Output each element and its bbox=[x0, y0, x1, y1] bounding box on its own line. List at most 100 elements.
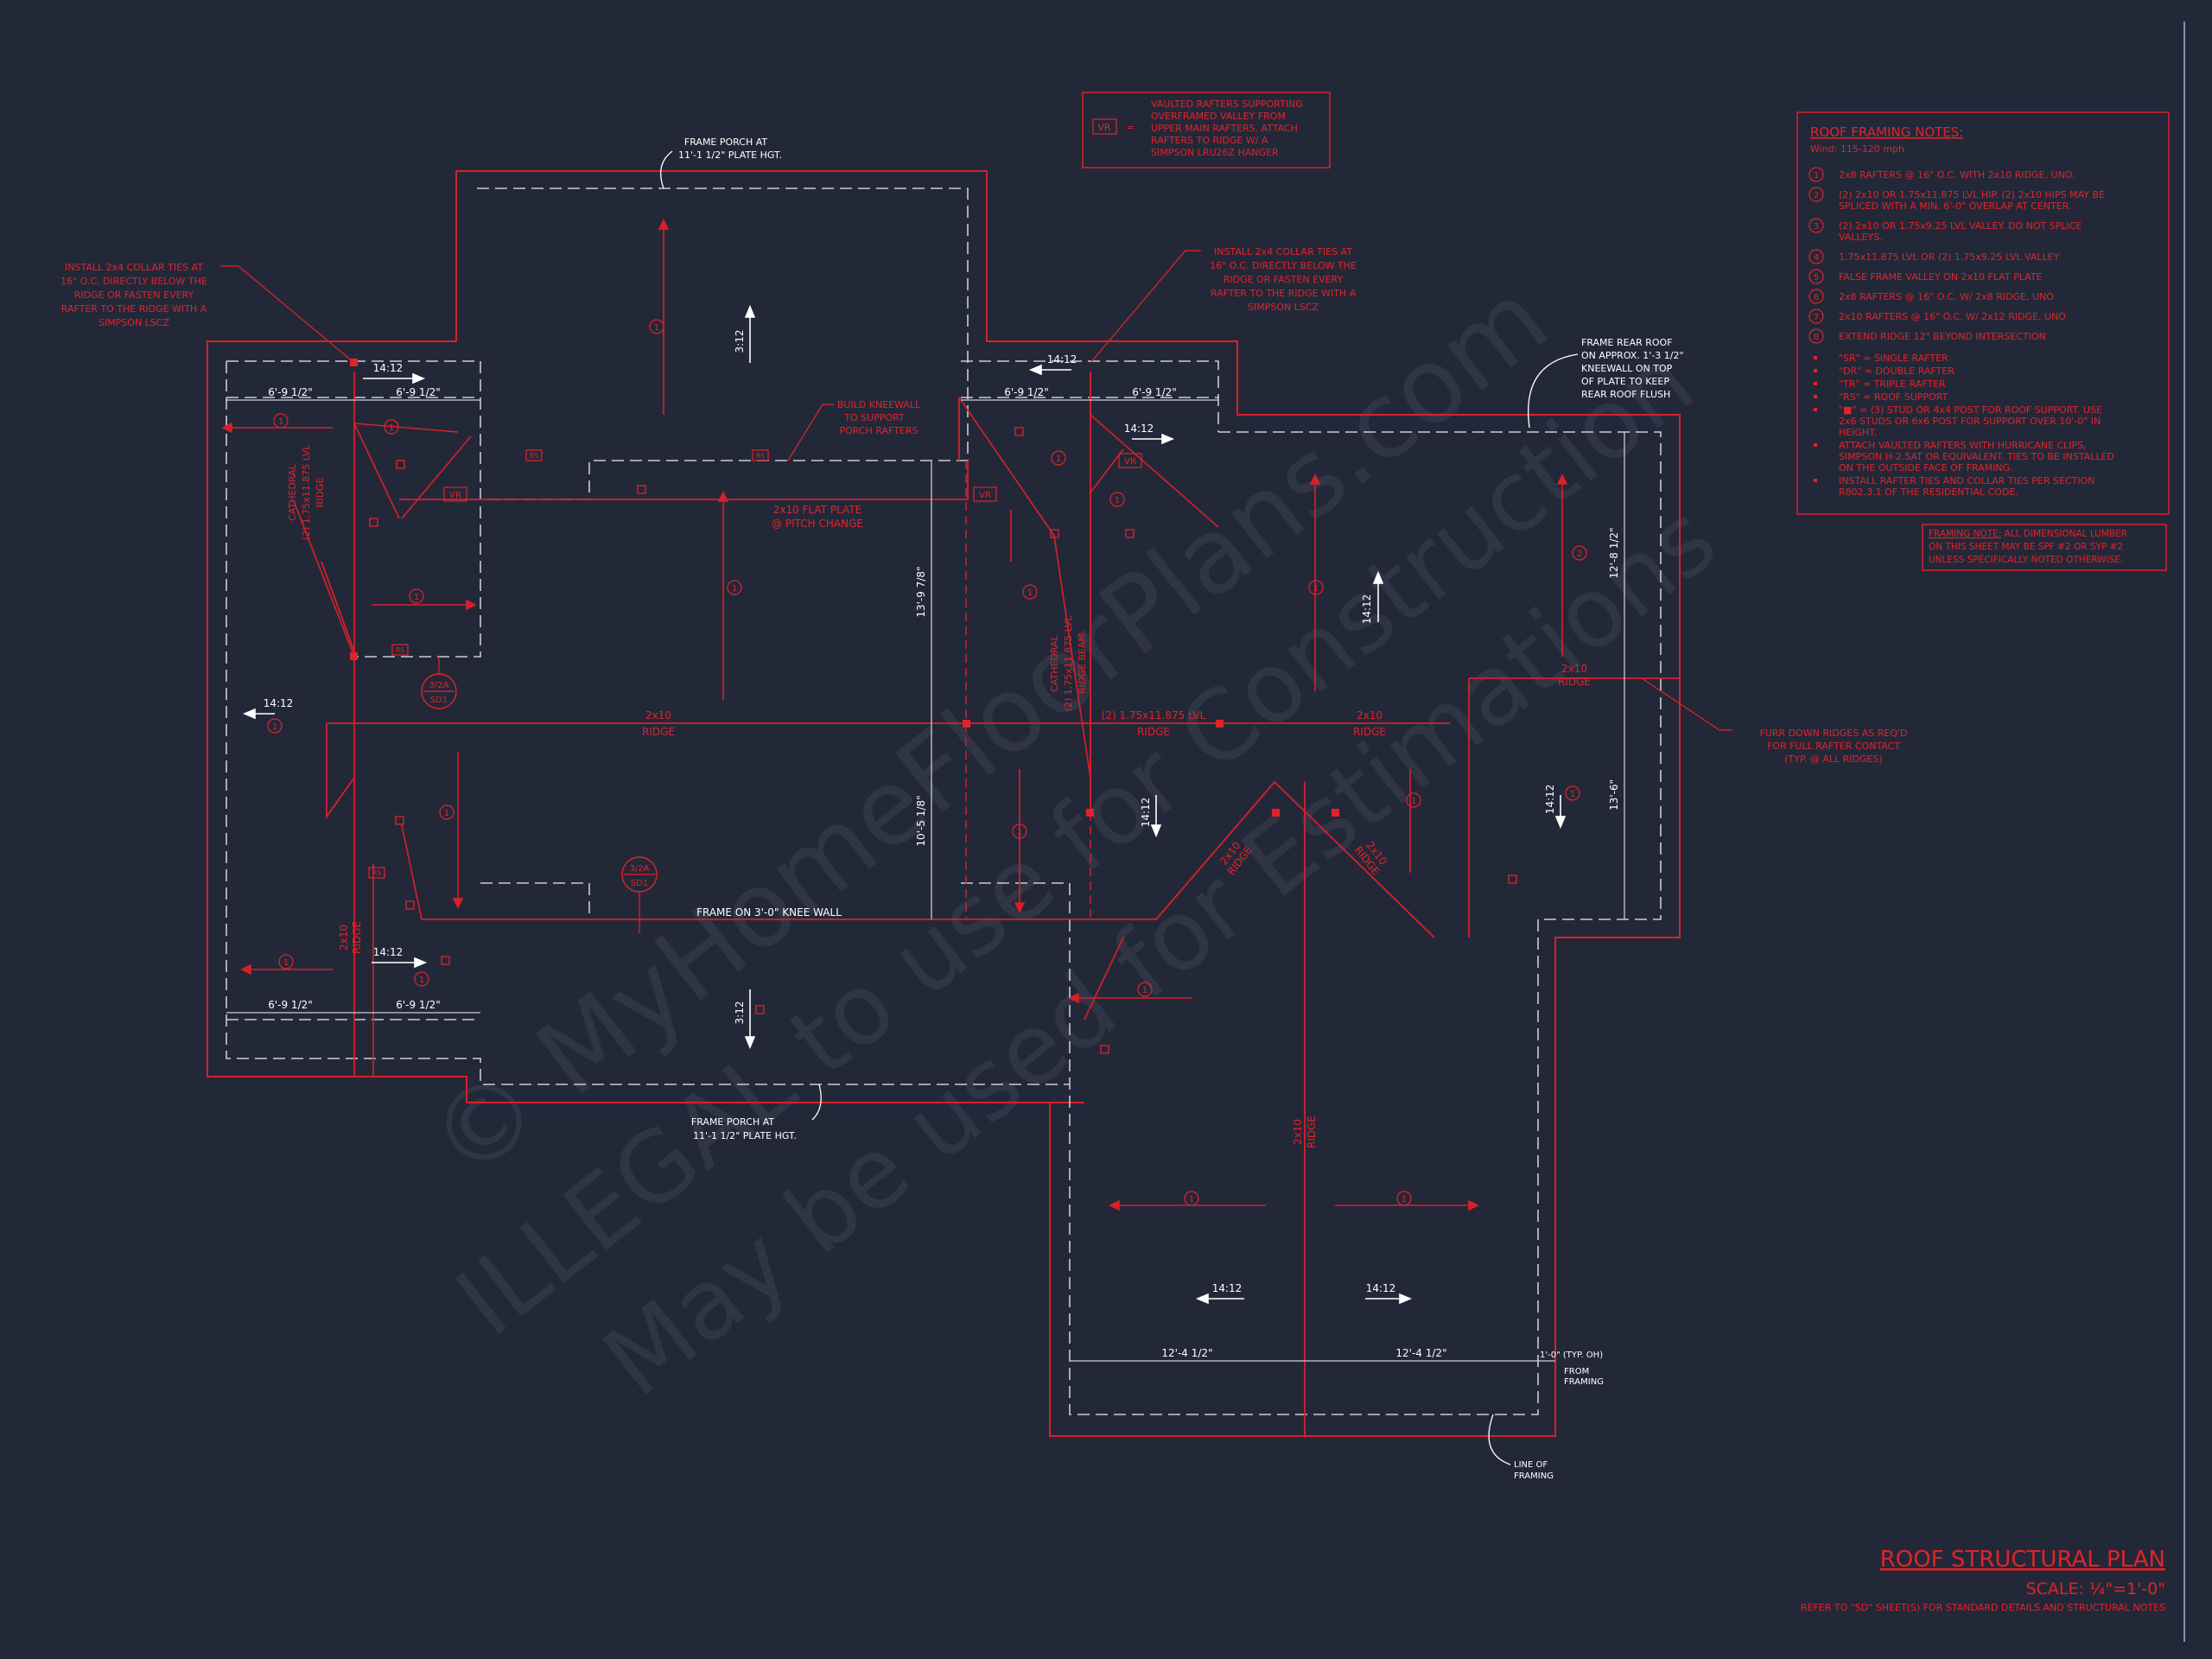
note-marker-label: 1 bbox=[1313, 584, 1319, 594]
note-number: 5 bbox=[1814, 273, 1819, 283]
sheet-scale: SCALE: ¼"=1'-0" bbox=[2026, 1580, 2165, 1599]
dim-text: 6'-9 1/2" bbox=[268, 386, 313, 398]
note-text: 2x10 RAFTERS @ 16" O.C. W/ 2x12 RIDGE, U… bbox=[1839, 311, 2066, 322]
dimension-lines bbox=[226, 399, 1625, 1362]
pitch-text: 14:12 bbox=[1544, 785, 1556, 815]
furr-line-2: FOR FULL RAFTER CONTACT bbox=[1767, 741, 1900, 752]
ridge-label: RIDGE bbox=[1137, 726, 1170, 738]
note-marker-label: 1 bbox=[1017, 828, 1022, 837]
furr-line-3: (TYP. @ ALL RIDGES) bbox=[1784, 753, 1883, 765]
cathedral-left-line-2: (2) 1.75x11.875 LVL bbox=[301, 444, 312, 541]
note-bullet bbox=[1814, 382, 1817, 385]
vr-legend-tag: VR bbox=[1097, 122, 1111, 133]
note-bullet-text: ATTACH VAULTED RAFTERS WITH HURRICANE CL… bbox=[1839, 440, 2087, 451]
note-marker-label: 1 bbox=[272, 722, 277, 732]
pitch-text: 14:12 bbox=[373, 946, 404, 958]
cathedral-mid-line-3: RIDGE BEAM bbox=[1077, 633, 1088, 694]
note-marker-label: 1 bbox=[654, 323, 659, 333]
callout-rear-roof: FRAME REAR ROOF ON APPROX. 1'-3 1/2" KNE… bbox=[1528, 337, 1684, 429]
cathedral-left-line-3: RIDGE bbox=[315, 478, 326, 508]
dim-text: 6'-9 1/2" bbox=[396, 386, 441, 398]
note-marker-label: 1 bbox=[1402, 1195, 1407, 1205]
note-text: (2) 2x10 OR 1.75x11.875 LVL HIP. (2) 2x1… bbox=[1839, 189, 2105, 200]
rs-tag: RS bbox=[530, 452, 539, 460]
rs-tag: RS bbox=[396, 646, 405, 654]
note-marker-label: 1 bbox=[732, 584, 737, 594]
roof-outline bbox=[207, 170, 1681, 1437]
knee-wall-note: FRAME ON 3'-0" KNEE WALL bbox=[696, 906, 842, 918]
vr-tag: VR bbox=[979, 491, 991, 500]
note-marker-label: 1 bbox=[1027, 588, 1033, 598]
rear-roof-line-4: OF PLATE TO KEEP bbox=[1581, 376, 1669, 387]
pitch-text: 14:12 bbox=[1140, 798, 1152, 828]
collar-left-line-4: RAFTER TO THE RIDGE WITH A bbox=[61, 303, 207, 315]
note-bullet-text: "RS" = ROOF SUPPORT bbox=[1839, 391, 1948, 403]
note-marker-label: 1 bbox=[1189, 1195, 1194, 1205]
note-bullet-text: SIMPSON H-2.5AT OR EQUIVALENT. TIES TO B… bbox=[1839, 451, 2114, 462]
note-marker-label: 1 bbox=[444, 809, 449, 818]
watermark-line-2: ILLEGAL to use for Construction bbox=[436, 326, 1713, 1358]
porch-top-line-2: 11'-1 1/2" PLATE HGT. bbox=[678, 149, 782, 161]
note-number-circle bbox=[1808, 187, 1824, 202]
ridge-label-size: 2x10 bbox=[1561, 663, 1587, 675]
note-number-labels: 1 1 1 1 1 1 1 1 1 2 1 1 1 1 1 1 1 1 1 1 bbox=[272, 323, 1582, 1205]
ridge-label: RIDGE bbox=[1353, 726, 1386, 738]
ridge-label-size: 2x10 bbox=[645, 709, 671, 721]
ridge-label: RIDGE bbox=[1558, 676, 1591, 688]
section-ref-number: 3/2A bbox=[630, 864, 650, 874]
pitch-text: 14:12 bbox=[1047, 353, 1077, 365]
pitch-text: 14:12 bbox=[1212, 1282, 1243, 1294]
dim-text: 6'-9 1/2" bbox=[268, 999, 313, 1011]
vr-tag: VR bbox=[1124, 457, 1136, 467]
note-text: 1.75x11.875 LVL OR (2) 1.75x9.25 LVL VAL… bbox=[1839, 251, 2060, 263]
sheet-title: ROOF STRUCTURAL PLAN bbox=[1880, 1547, 2165, 1573]
typ-oh-line-2: FROM bbox=[1564, 1367, 1589, 1376]
note-text: 2x8 RAFTERS @ 16" O.C. WITH 2x10 RIDGE, … bbox=[1839, 169, 2075, 181]
typ-oh-line-3: FRAMING bbox=[1564, 1377, 1604, 1387]
notes-wind: Wind: 115-120 mph bbox=[1810, 143, 1904, 155]
note-marker-label: 1 bbox=[389, 423, 394, 433]
callout-line-of-framing: LINE OF FRAMING bbox=[1488, 1414, 1554, 1481]
collar-mid-line-3: RIDGE OR FASTEN EVERY bbox=[1224, 274, 1344, 285]
note-text: (2) 2x10 OR 1.75x9.25 LVL VALLEY. DO NOT… bbox=[1839, 220, 2082, 232]
cathedral-left-line-1: CATHEDRAL bbox=[287, 463, 298, 520]
collar-mid-line-2: 16" O.C. DIRECTLY BELOW THE bbox=[1210, 260, 1357, 271]
framing-note-line-1: FRAMING NOTE: ALL DIMENSIONAL LUMBER bbox=[1929, 529, 2127, 539]
dim-text: 12'-4 1/2" bbox=[1161, 1347, 1212, 1359]
note-text: 2x8 RAFTERS @ 16" O.C. W/ 2x8 RIDGE, UNO bbox=[1839, 291, 2054, 302]
note-number: 6 bbox=[1814, 293, 1819, 302]
note-number: 3 bbox=[1814, 222, 1819, 232]
ridge-label-size: 2x10 bbox=[1292, 1119, 1304, 1145]
vr-tags: VR VR VR bbox=[443, 453, 1142, 502]
line-of-framing-line-2: FRAMING bbox=[1514, 1471, 1554, 1481]
rs-tag: RS bbox=[756, 452, 766, 460]
note-bullet-text: INSTALL RAFTER TIES AND COLLAR TIES PER … bbox=[1839, 475, 2094, 486]
dim-text: 13'-9 7/8" bbox=[915, 566, 927, 617]
note-number-circle bbox=[1808, 218, 1824, 233]
pitch-text: 14:12 bbox=[373, 362, 404, 374]
section-ref-left: 3/2A SD1 bbox=[421, 657, 457, 709]
rear-roof-line-2: ON APPROX. 1'-3 1/2" bbox=[1581, 350, 1684, 361]
note-marker-label: 1 bbox=[1570, 790, 1575, 799]
note-number-circle bbox=[1808, 167, 1824, 182]
dim-text: 12'-4 1/2" bbox=[1395, 1347, 1446, 1359]
rafter-tie-markers bbox=[369, 427, 1517, 1054]
callout-furr: FURR DOWN RIDGES AS REQ'D FOR FULL RAFTE… bbox=[1641, 677, 1907, 765]
ridge-label: RIDGE bbox=[642, 726, 675, 738]
collar-left-line-5: SIMPSON LSCZ bbox=[99, 317, 170, 328]
note-number-circle bbox=[1808, 289, 1824, 304]
framing-note-line-2: ON THIS SHEET MAY BE SPF #2 OR SYP #2 bbox=[1929, 542, 2123, 552]
note-bullet bbox=[1814, 408, 1817, 411]
pitch-text: 14:12 bbox=[1366, 1282, 1396, 1294]
dim-text: 6'-9 1/2" bbox=[1004, 386, 1049, 398]
note-text: SPLICED WITH A MIN. 6'-0" OVERLAP AT CEN… bbox=[1839, 200, 2072, 212]
ridge-label: RIDGE bbox=[351, 921, 363, 954]
collar-mid-line-1: INSTALL 2x4 COLLAR TIES AT bbox=[1214, 246, 1352, 257]
flat-plate-note-line-2: @ PITCH CHANGE bbox=[772, 518, 863, 530]
pitch-text: 14:12 bbox=[1361, 594, 1373, 625]
ridge-label-size: 2x10 bbox=[338, 925, 350, 950]
vr-legend-equals: = bbox=[1126, 122, 1134, 133]
note-marker-label: 1 bbox=[1142, 986, 1147, 995]
